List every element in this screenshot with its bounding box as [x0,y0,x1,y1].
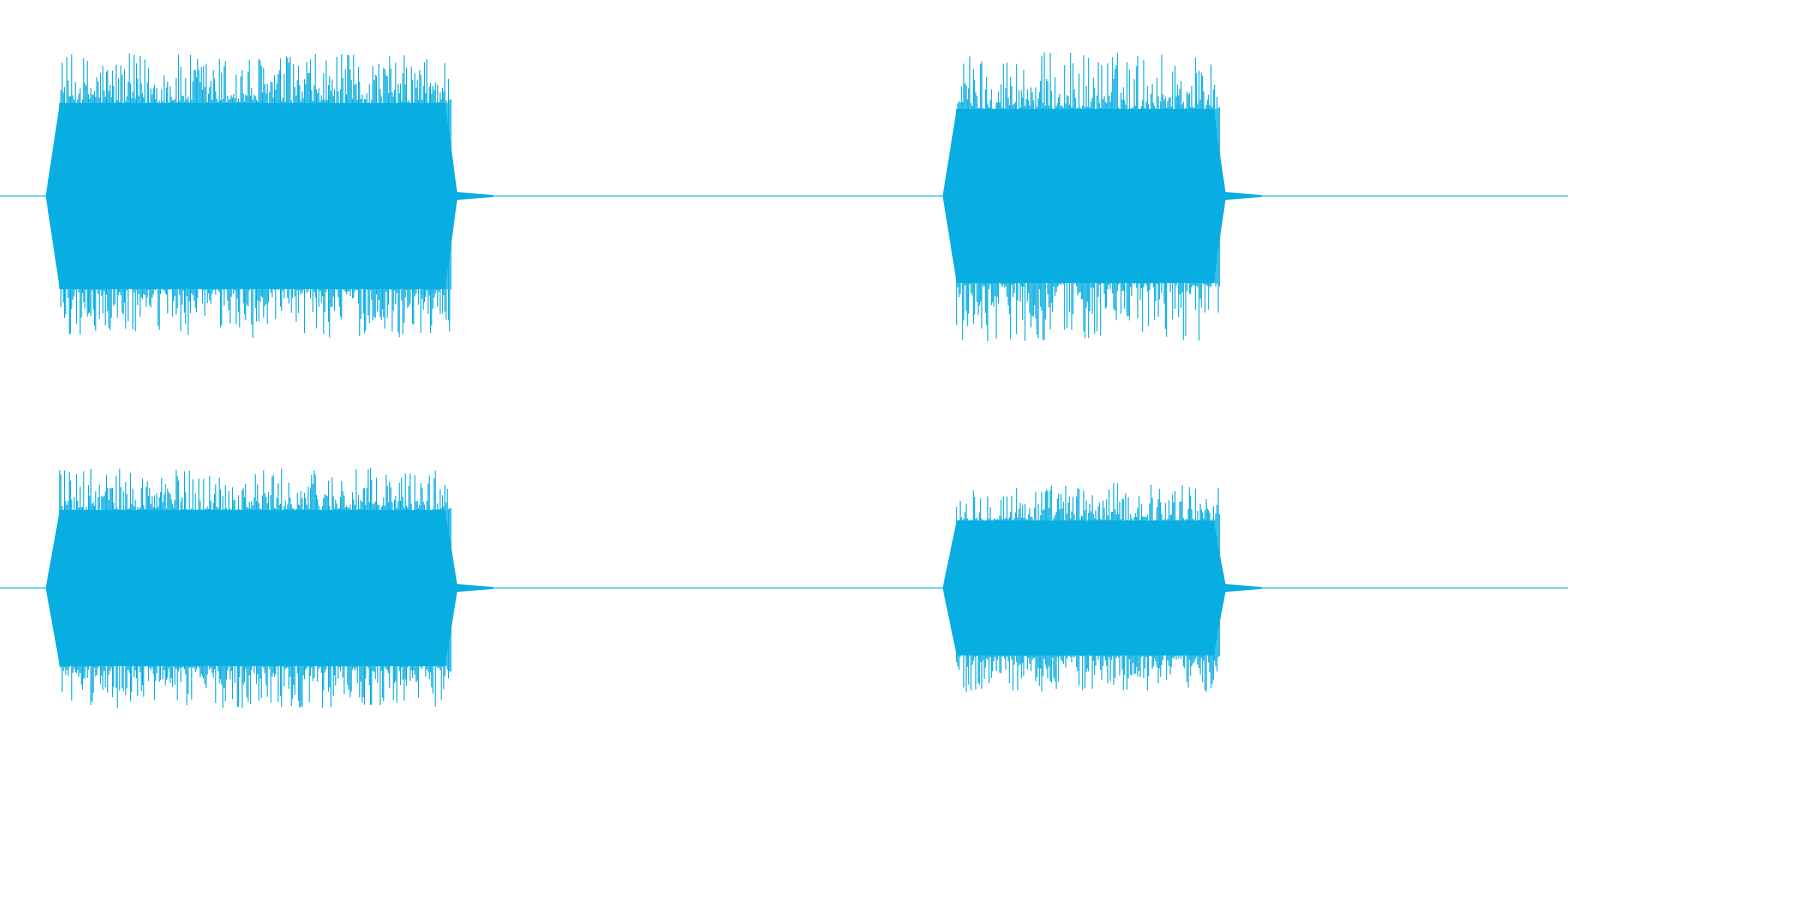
waveform-segment-peaks [59,468,452,708]
audio-waveform [0,52,1568,708]
waveform-segment-peaks [59,53,452,338]
channel-1-waveform [0,52,1568,342]
channel-2-waveform [0,468,1568,708]
waveform-segment-peaks [956,483,1220,692]
waveform-segment-peaks [956,52,1220,342]
